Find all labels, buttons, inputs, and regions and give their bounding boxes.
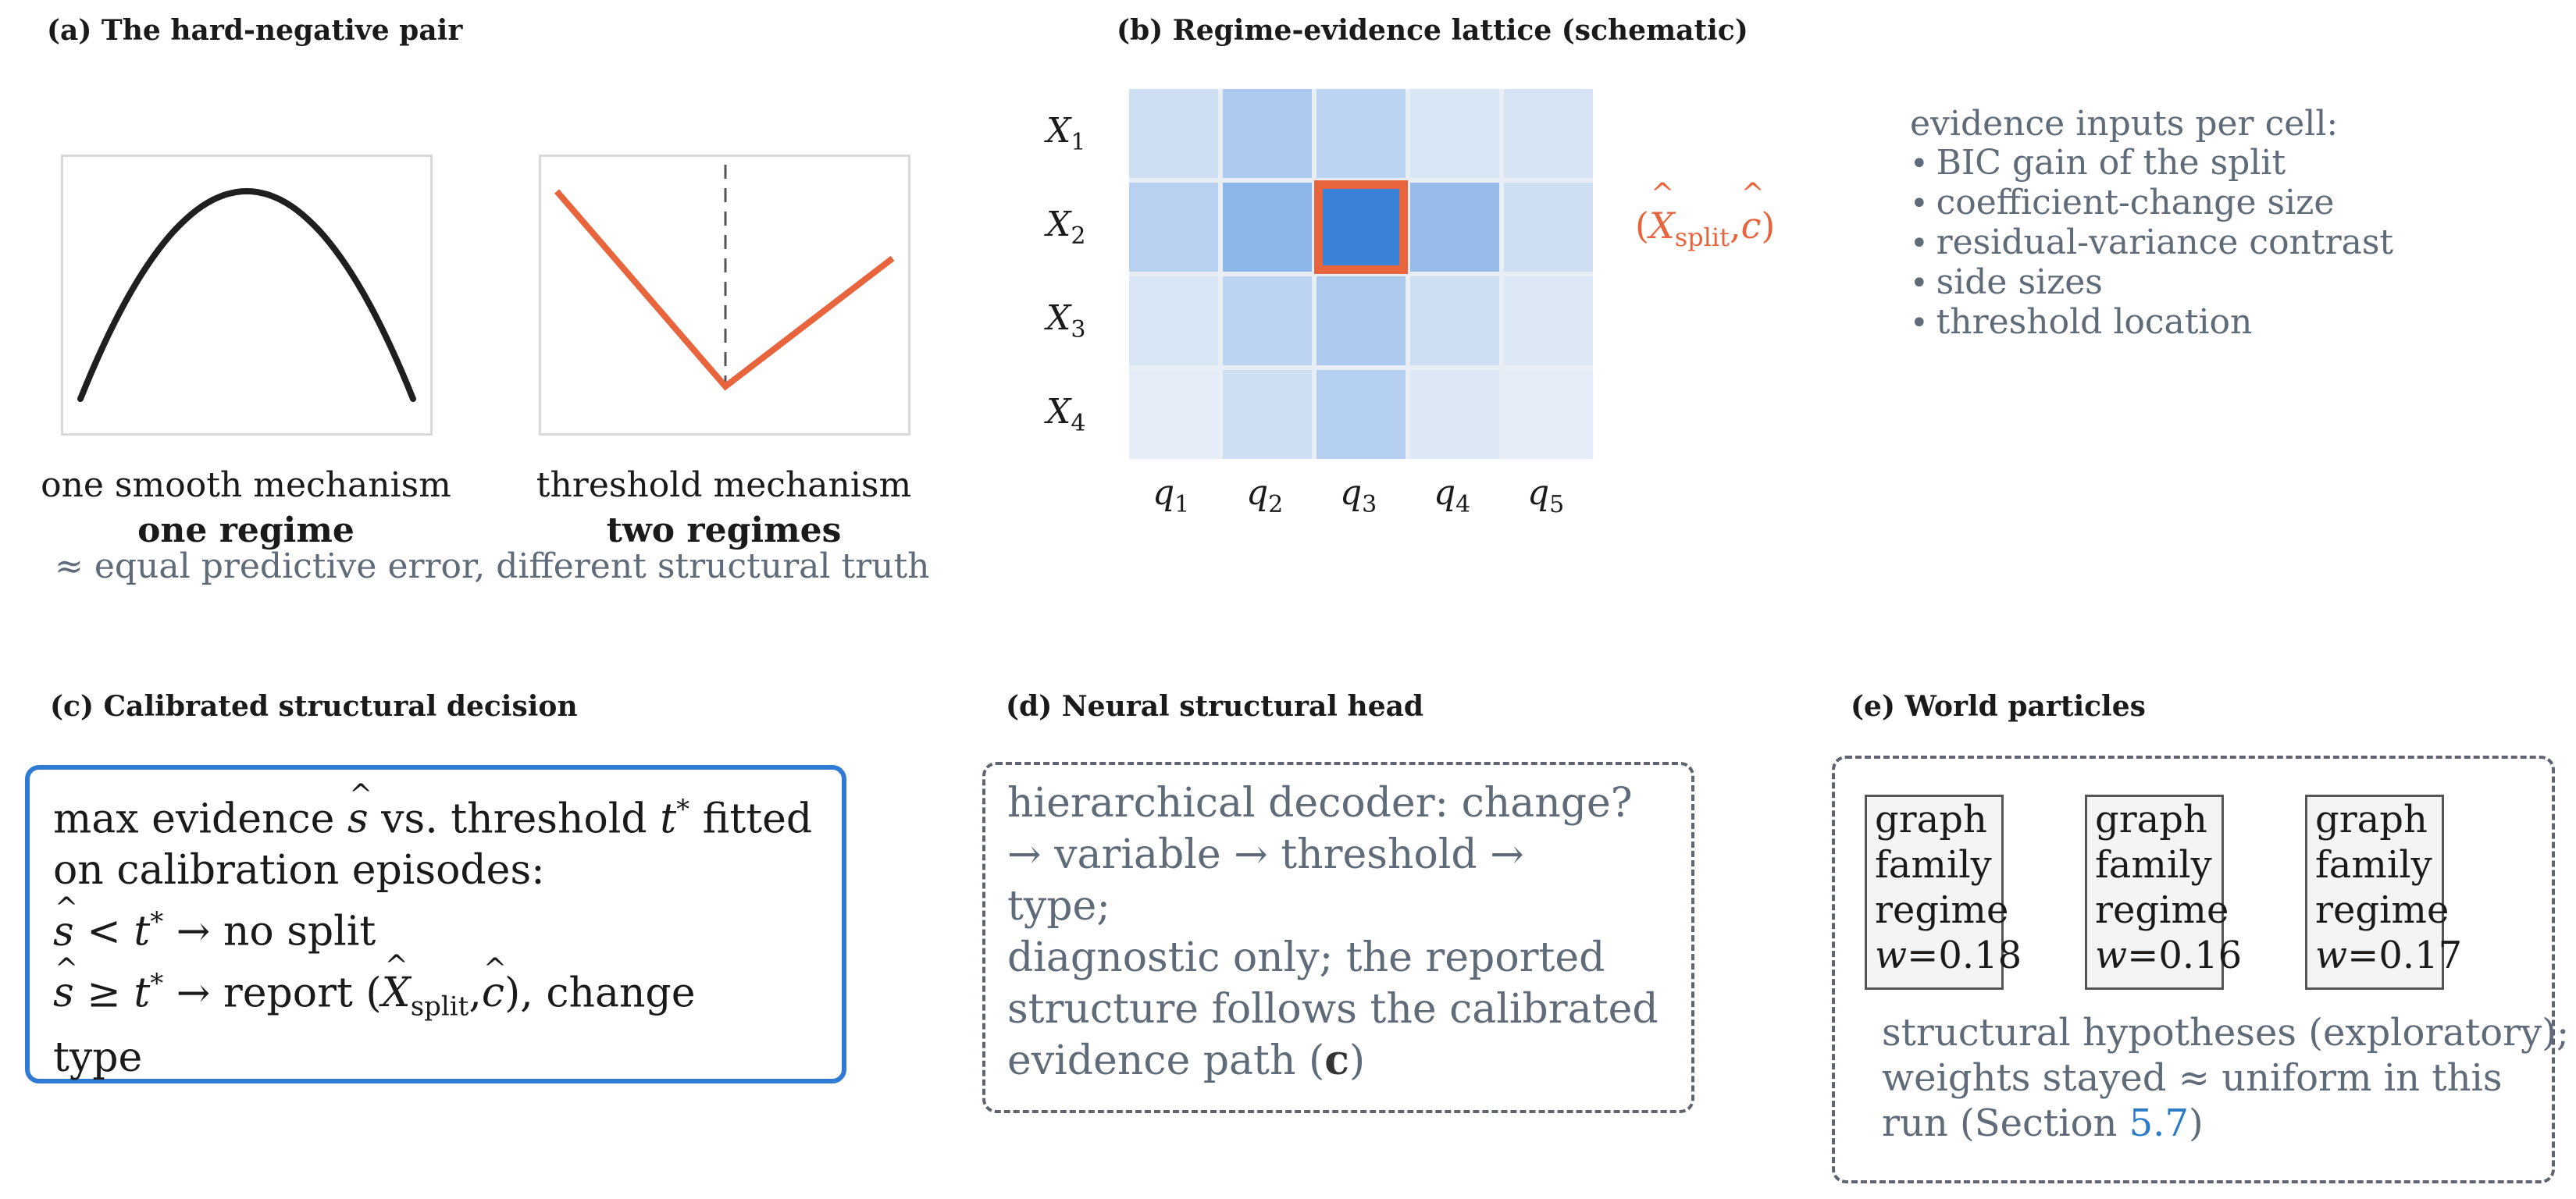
lattice-cell [1410, 370, 1499, 459]
smooth-parabola-curve [77, 187, 416, 402]
neural-head-line: type; [1007, 883, 1110, 930]
lattice-cell [1504, 370, 1593, 459]
lattice-col-label: q3 [1340, 473, 1377, 518]
panel-a-footer: ≈ equal predictive error, different stru… [55, 546, 930, 586]
neural-head-line: diagnostic only; the reported [1007, 934, 1605, 981]
highlighted-cell [1314, 180, 1408, 274]
lattice-col-label: q1 [1153, 473, 1190, 518]
threshold-mechanism-plot [539, 155, 910, 436]
lattice-cell [1223, 276, 1312, 365]
lattice-cell [1317, 276, 1406, 365]
evidence-item: •coefficient-change size [1910, 183, 2335, 222]
particles-note: structural hypotheses (exploratory); [1882, 1011, 2570, 1055]
regime-evidence-lattice [1129, 89, 1593, 459]
panel-e-title: (e) World particles [1851, 690, 2146, 723]
lattice-col-label: q5 [1527, 473, 1565, 518]
annotation-close-paren: ) [1761, 205, 1776, 247]
neural-head-line: hierarchical decoder: change? [1007, 780, 1633, 827]
lattice-cell [1223, 370, 1312, 459]
decision-line-no-split: ^s < t* → no split [53, 891, 376, 955]
particles-note: weights stayed ≈ uniform in this [1882, 1056, 2503, 1100]
lattice-cell [1504, 276, 1593, 365]
split-annotation: (^Xsplit,^c) [1635, 178, 1776, 253]
annotation-c: c [1740, 205, 1762, 247]
hat-mark: ^ [1740, 178, 1765, 210]
lattice-row-label: X1 [1046, 111, 1086, 156]
decision-line-2: on calibration episodes: [53, 847, 545, 895]
evidence-item: •side sizes [1910, 262, 2103, 302]
evidence-header: evidence inputs per cell: [1910, 104, 2339, 144]
smooth-regime-label: one regime [137, 511, 355, 550]
lattice-cell [1317, 370, 1406, 459]
threshold-caption: threshold mechanism [536, 465, 912, 505]
neural-head-line: structure follows the calibrated [1007, 986, 1659, 1033]
lattice-cell [1129, 276, 1218, 365]
evidence-item: •residual-variance contrast [1910, 222, 2394, 262]
particles-note: run (Section 5.7) [1882, 1101, 2204, 1145]
lattice-cell [1504, 183, 1593, 272]
evidence-item: •BIC gain of the split [1910, 143, 2286, 183]
section-link[interactable]: 5.7 [2129, 1101, 2189, 1145]
threshold-regime-label: two regimes [606, 511, 842, 550]
lattice-cell [1410, 183, 1499, 272]
evidence-inputs-list: evidence inputs per cell: •BIC gain of t… [1910, 105, 2393, 343]
lattice-cell [1223, 89, 1312, 178]
decision-line-5: type [53, 1034, 143, 1082]
annotation-x: X [1648, 205, 1675, 247]
calibrated-decision-box: max evidence ^s vs. threshold t* fitted … [25, 765, 846, 1083]
lattice-cell [1317, 89, 1406, 178]
neural-head-line: → variable → threshold → [1007, 831, 1524, 878]
panel-b-title: (b) Regime-evidence lattice (schematic) [1117, 14, 1748, 47]
lattice-cell [1223, 183, 1312, 272]
threshold-curve-svg [554, 165, 895, 391]
lattice-col-label: q4 [1434, 473, 1471, 518]
panel-d-title: (d) Neural structural head [1006, 690, 1424, 723]
neural-head-line: evidence path (c) [1007, 1037, 1366, 1084]
hat-mark: ^ [1650, 178, 1675, 210]
annotation-sub: split [1674, 222, 1730, 253]
annotation-open-paren: ( [1635, 205, 1649, 247]
threshold-piecewise-line [554, 189, 895, 391]
lattice-cell [1410, 276, 1499, 365]
neural-head-box: hierarchical decoder: change? → variable… [982, 762, 1694, 1113]
panel-a-title: (a) The hard-negative pair [47, 14, 463, 47]
smooth-mechanism-plot [61, 155, 433, 436]
decision-line-report: ^s ≥ t* → report (^Xsplit,^c), change [53, 949, 696, 1023]
lattice-cell [1504, 89, 1593, 178]
lattice-cell [1317, 183, 1406, 272]
evidence-item: •threshold location [1910, 302, 2253, 342]
lattice-cell [1129, 370, 1218, 459]
lattice-col-label: q2 [1246, 473, 1284, 518]
smooth-caption: one smooth mechanism [41, 465, 451, 505]
panel-c-title: (c) Calibrated structural decision [50, 690, 578, 723]
annotation-comma: , [1729, 205, 1741, 247]
lattice-cell [1410, 89, 1499, 178]
lattice-row-label: X3 [1046, 298, 1086, 343]
lattice-row-label: X4 [1046, 392, 1086, 437]
lattice-row-label: X2 [1046, 205, 1086, 250]
lattice-cell [1129, 183, 1218, 272]
decision-line-1: max evidence ^s vs. threshold t* fitted [53, 779, 813, 843]
smooth-curve-svg [77, 187, 416, 402]
lattice-cell [1129, 89, 1218, 178]
